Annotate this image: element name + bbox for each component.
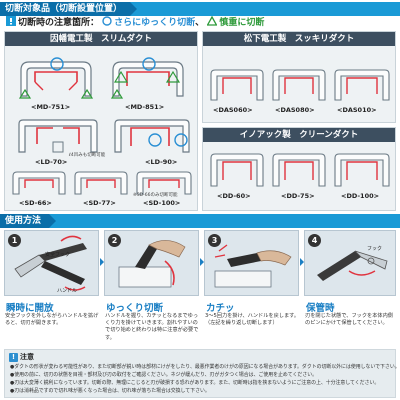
panel-title-inoac: イノアック製 クリーンダクト — [203, 128, 395, 142]
step-1-illustration: 1 安全フック ハンドル — [4, 230, 99, 296]
step-arrow-1 — [100, 258, 104, 266]
duct-label-sd66: <SD-66> — [19, 199, 52, 207]
duct-sd100-drawing — [136, 171, 192, 195]
step-4-title: 保管時 — [306, 303, 335, 314]
shears-click-icon — [214, 244, 292, 288]
hand-cutting-icon — [118, 240, 186, 288]
section-header-targets: 切断対象品（切断設置位置） — [0, 2, 400, 16]
duct-label-das010: <DAS010> — [337, 106, 377, 114]
step-3-desc: 3～5回力を掛け、ハンドルを戻します。（左記を繰り返し切断します） — [205, 313, 300, 327]
caution-icon — [6, 16, 16, 26]
duct-label-ld70: <LD-70> — [35, 158, 68, 166]
duct-label-das060: <DAS060> — [213, 106, 253, 114]
duct-das010-drawing — [334, 69, 390, 101]
section-title-targets: 切断対象品（切断設置位置） — [0, 2, 138, 16]
note-line-4: ●刃は消耗品ですので切れ味が悪くなった場合は、切れ味が落ちた場合は交換して下さい… — [10, 388, 210, 394]
step-4-illustration: 4 フック — [304, 230, 396, 296]
note-line-2: ●使用の前に、切刃の状態を目視・部材及び刃の取付をご確認ください。ネジが緩んだり… — [10, 372, 317, 378]
duct-dd60-drawing — [210, 153, 264, 187]
section-title-usage: 使用方法 — [0, 214, 57, 228]
duct-das080-drawing — [272, 69, 326, 101]
shears-open-icon — [14, 235, 87, 291]
duct-label-ld90: <LD-90> — [145, 158, 178, 166]
duct-md851-drawing — [110, 57, 184, 99]
duct-das060-drawing — [210, 69, 264, 101]
panel-inoac: イノアック製 クリーンダクト <DD-60> <DD-75> <DD-100> — [202, 127, 396, 211]
duct-label-sd100: <SD-100> — [143, 199, 181, 207]
panel-matsushita: 松下電工製 スッキリダクト <DAS060> <DAS080> <DAS010> — [202, 31, 396, 123]
panel-title-matsushita: 松下電工製 スッキリダクト — [203, 32, 395, 46]
duct-label-sd77: <SD-77> — [83, 199, 116, 207]
caution-legend: 切断時の注意箇所： さらにゆっくり切断、 慎重に切断 — [6, 16, 264, 30]
step-2-illustration: 2 — [104, 230, 199, 296]
note-line-1: ●ダクトの形状が変わる可能性があり、また切断部が鋭い時は部材にけがをしたり、最悪… — [10, 364, 398, 370]
duct-ld70-drawing — [18, 119, 98, 153]
step-arrow-3 — [300, 258, 304, 266]
step-4-number: 4 — [308, 234, 321, 247]
caution-prefix: 切断時の注意箇所： — [18, 18, 100, 28]
step-4-desc: 刃を閉じた状態で、フックを本体内側のピンにかけて保管してください。 — [305, 313, 393, 327]
step-1-title: 瞬時に開放 — [6, 303, 54, 314]
duct-sd77-drawing — [74, 171, 128, 195]
duct-label-das080: <DAS080> — [275, 106, 315, 114]
step-2-number: 2 — [108, 234, 121, 247]
duct-dd75-drawing — [272, 153, 326, 187]
step-2-title: ゆっくり切断 — [106, 303, 164, 314]
duct-label-md851: <MD-851> — [125, 103, 165, 111]
step-arrow-2 — [200, 258, 204, 266]
duct-label-md751: <MD-751> — [31, 103, 71, 111]
step-1-label-handle: ハンドル — [57, 288, 78, 294]
notes-heading: !注意 — [9, 352, 34, 362]
panel-inaba: 因幡電工製 スリムダクト <MD-751> <MD-851> ℓ4凹みも切断可能… — [4, 31, 198, 211]
step-2-desc: ハンドルを握り、カチッとなるまでゆっくり力を掛けていきます。割れやすいので切り始… — [105, 313, 199, 341]
notes-box: !注意 ●ダクトの形状が変わる可能性があり、また切断部が鋭い時は部材にけがをした… — [4, 349, 398, 398]
shears-closed-icon — [317, 250, 388, 281]
caution-green-text: 慎重に切断 — [219, 18, 265, 28]
duct-label-dd75: <DD-75> — [281, 192, 315, 200]
duct-note-sd: ※SD-66のみ切断可能 — [133, 193, 178, 198]
duct-sd66-drawing — [12, 171, 66, 195]
step-3-title: カチッ — [206, 303, 235, 314]
duct-md751-drawing — [18, 57, 94, 99]
warning-icon: ! — [9, 353, 18, 362]
note-line-3: ●刃は大変薄く鋭利になっています。切断の際、無理にこじると刃が破損する恐れがあり… — [10, 380, 380, 386]
notes-title-text: 注意 — [20, 353, 34, 361]
duct-label-dd60: <DD-60> — [217, 192, 251, 200]
step-4-label-hook: フック — [367, 246, 383, 252]
blue-circle-icon — [102, 16, 112, 26]
duct-ld90-drawing — [114, 119, 190, 153]
step-1-desc: 安全フックを外しながらハンドルを拡げると、切刃が開きます。 — [5, 313, 99, 327]
step-1-label-hook: 安全フック — [45, 252, 71, 258]
step-1-number: 1 — [8, 234, 21, 247]
section-header-usage: 使用方法 — [0, 214, 400, 228]
caution-blue-text: さらにゆっくり切断 — [114, 18, 196, 28]
duct-dd100-drawing — [334, 153, 390, 187]
panel-title-inaba: 因幡電工製 スリムダクト — [5, 32, 197, 46]
duct-note-ld70: ℓ4凹みも切断可能 — [69, 153, 106, 158]
green-triangle-icon — [207, 16, 218, 26]
step-3-number: 3 — [208, 234, 221, 247]
duct-label-dd100: <DD-100> — [341, 192, 380, 200]
step-3-illustration: 3 — [204, 230, 299, 296]
